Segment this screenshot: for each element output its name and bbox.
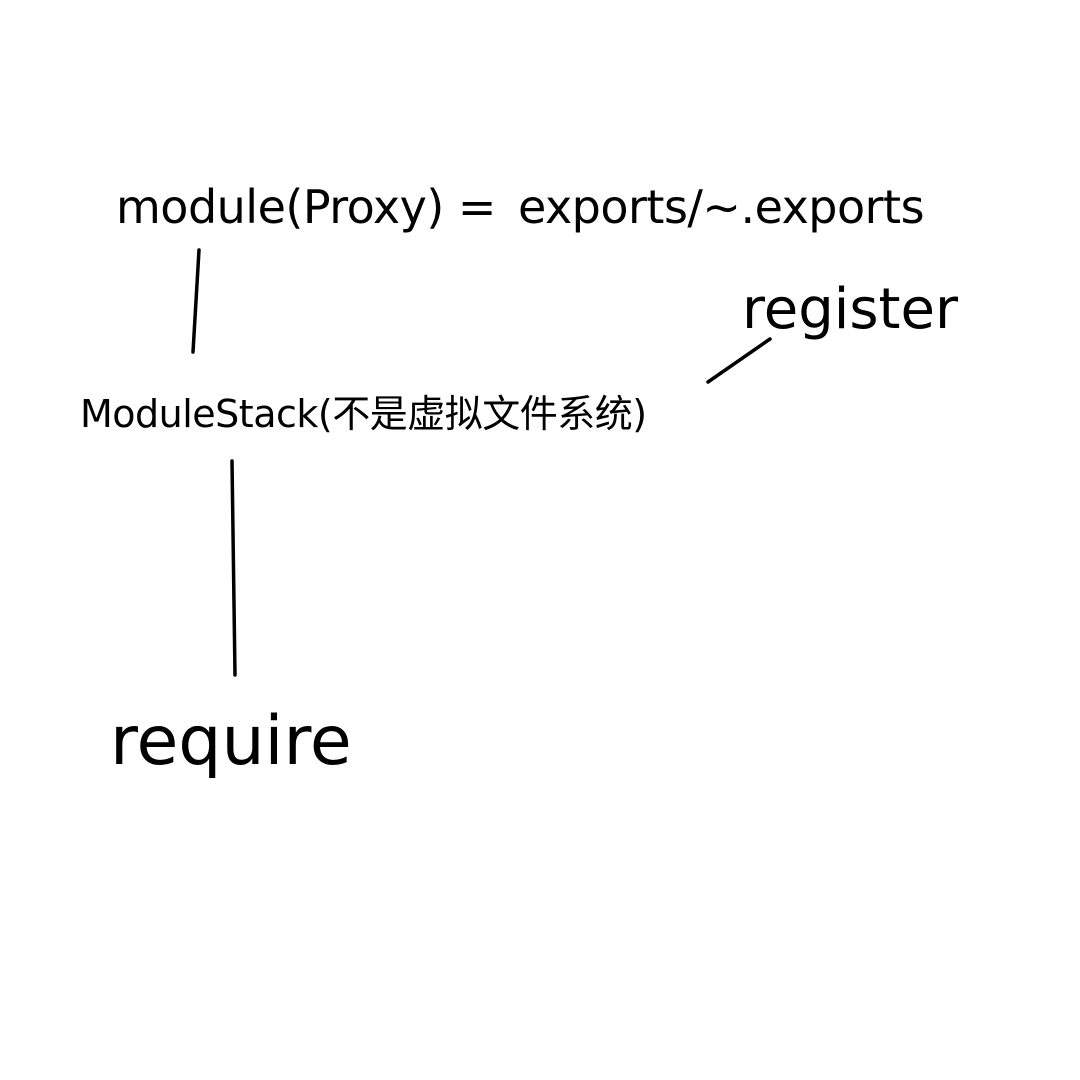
equation-rhs: exports/~.exports <box>517 180 925 234</box>
module-stack-label: ModuleStack(不是虚拟文件系统) <box>80 392 647 436</box>
register-label: register <box>742 277 958 342</box>
require-label: require <box>110 702 352 781</box>
connector-register-to-stack <box>706 337 772 384</box>
module-equation: module(Proxy) =exports/~.exports <box>116 184 925 230</box>
connector-module-to-stack <box>191 248 201 354</box>
connector-stack-to-require <box>230 459 237 677</box>
equation-lhs: module(Proxy) = <box>116 180 496 234</box>
